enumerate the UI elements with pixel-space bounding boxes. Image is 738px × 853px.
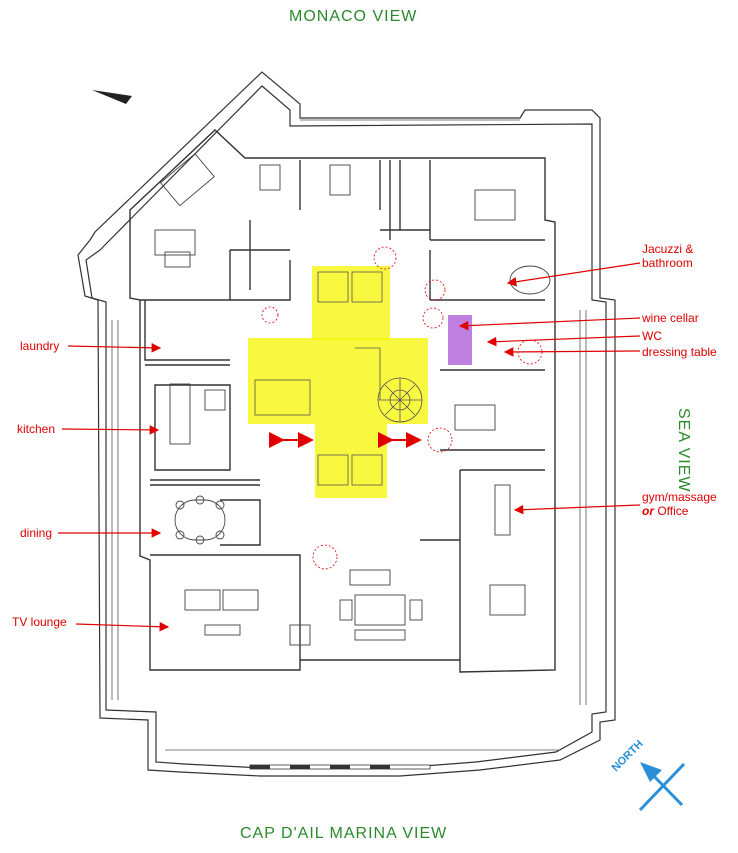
north-pointer-icon [92,90,132,104]
label-laundry: laundry [20,339,60,353]
compass-label: NORTH [610,738,646,774]
scale-bar [249,764,431,770]
view-label-bottom: CAP D'AIL MARINA VIEW [240,825,448,842]
label-wc: WC [642,329,662,343]
wine-cellar-highlight [448,315,472,365]
label-jacuzzi: Jacuzzi & bathroom [642,242,693,270]
arrow-gym [513,504,641,515]
label-tv-lounge: TV lounge [12,615,67,629]
view-label-top: MONACO VIEW [289,8,418,25]
annotation-arrows [58,262,641,632]
arrow-jacuzzi [506,262,641,287]
label-wine-cellar: wine cellar [642,311,699,325]
label-gym-line2: or Office [642,504,717,518]
label-dining: dining [20,526,53,540]
furniture [154,153,551,646]
arrow-tv-lounge [75,621,170,632]
view-label-right: SEA VIEW [675,408,692,493]
label-dressing-table: dressing table [642,345,717,359]
label-gym-office: Office [657,504,689,518]
central-core-highlight [248,266,428,498]
arrow-dressing [503,347,641,357]
label-gym: gym/massage or Office [642,490,717,518]
arrow-wc [486,335,641,347]
arrow-kitchen [61,425,160,435]
label-jacuzzi-line2: bathroom [642,256,693,270]
outer-wall [77,71,616,777]
arrow-wine-cellar [458,317,641,331]
compass-icon [638,762,686,812]
label-jacuzzi-line1: Jacuzzi & [642,242,694,256]
building-walls [129,129,556,673]
arrow-laundry [67,343,162,353]
label-kitchen: kitchen [17,422,56,436]
label-gym-line1: gym/massage [642,490,717,504]
core-lines [254,271,423,486]
label-gym-or: or [642,504,654,518]
